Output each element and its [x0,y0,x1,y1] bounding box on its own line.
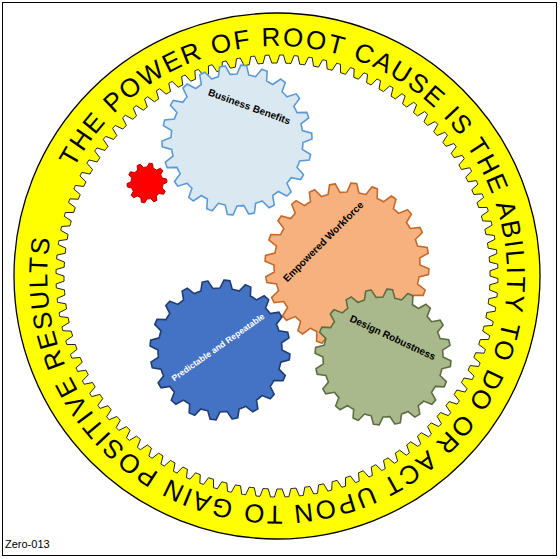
picture-frame [3,3,557,556]
gear-shape [315,289,451,425]
gear-node: Design Robustness [312,286,454,428]
gear-node: Predictable and Repeatable [147,277,293,423]
figure-id: Zero-013 [5,538,50,550]
ring-title: THE POWER OF ROOT CAUSE IS THE ABILITY T… [23,22,531,530]
gear-outline [159,62,315,218]
yellow-disc [14,13,540,539]
gear-shape [150,280,290,420]
small-red-gear [127,163,167,203]
gear-node: Business Benefits [159,62,315,218]
ring-gear [56,55,498,497]
ring-title-text: THE POWER OF ROOT CAUSE IS THE ABILITY T… [23,22,531,530]
gear-shape [162,65,312,215]
